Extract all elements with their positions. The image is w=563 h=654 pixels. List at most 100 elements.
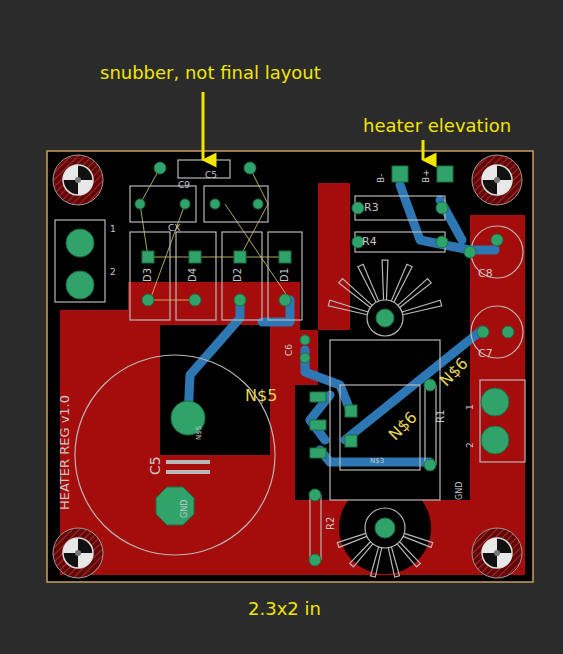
mounting-holes-part-part-part (75, 550, 81, 556)
annotation: snubber, not final layout (100, 64, 321, 82)
bottom-traces-part (188, 300, 240, 418)
pads-part (154, 162, 166, 174)
pin-name: B- (377, 174, 386, 183)
part-name: R1 (436, 410, 446, 423)
silkscreen-part (166, 460, 210, 464)
pads-part (300, 335, 310, 345)
pin-name: B+ (422, 169, 431, 183)
silkscreen-part-part (365, 508, 405, 548)
silkscreen-part-part (391, 264, 412, 302)
part-name: C5 (148, 456, 162, 475)
mounting-holes-part-part (472, 155, 522, 205)
silkscreen-part (166, 470, 210, 474)
mounting-holes-part-part (472, 528, 522, 578)
pads-part (135, 199, 145, 209)
mounting-holes-part-part-part (494, 177, 500, 183)
silkscreen-part (355, 232, 445, 252)
silkscreen-part (320, 495, 321, 560)
board-part (47, 151, 533, 582)
pads-part (310, 420, 326, 430)
pads-part (234, 294, 246, 306)
silkscreen (55, 160, 525, 577)
mounting-holes-part-part (53, 155, 103, 205)
pads-part (244, 162, 256, 174)
pads-part (253, 199, 263, 209)
silkscreen-part (130, 186, 196, 222)
silkscreen-part (340, 385, 420, 470)
part-name: C5 (205, 171, 217, 180)
silkscreen-part (268, 232, 302, 320)
silkscreen-part-part (339, 279, 372, 308)
pin-number: 2 (110, 268, 116, 277)
part-name: C6 (285, 344, 294, 356)
silkscreen-part-part (403, 533, 433, 547)
silkscreen-part (309, 495, 310, 560)
silkscreen-part-part (358, 264, 379, 302)
signal-name: N$6 (386, 409, 420, 443)
silkscreen-part-part (370, 547, 381, 577)
mounting-holes-part-part-part (482, 165, 512, 195)
pads-part (345, 435, 357, 447)
silkscreen-part (471, 306, 523, 358)
silkscreen-part (55, 220, 105, 302)
silkscreen-part (130, 232, 170, 320)
annotation-arrows-part (202, 92, 205, 160)
part-name: C8 (478, 268, 493, 279)
ratsnest-part (140, 168, 240, 257)
pads-part (279, 294, 291, 306)
silkscreen-part (471, 226, 523, 278)
part-name: R4 (362, 236, 377, 247)
signal-name: N$5 (245, 388, 277, 404)
silkscreen-part (328, 260, 441, 577)
pads-part (436, 202, 448, 214)
pads-part (309, 554, 321, 566)
silkscreen-part (178, 160, 230, 178)
pads-part (481, 388, 509, 416)
pads-part (345, 405, 357, 417)
silkscreen-part (435, 385, 436, 465)
signal-name: N$6 (437, 355, 471, 389)
pads-part (424, 379, 436, 391)
mounting-holes-part-part (53, 528, 103, 578)
part-name: D4 (188, 268, 198, 282)
silkscreen-part-part (330, 340, 440, 500)
silkscreen-part-part (367, 300, 403, 336)
silkscreen-part-part (328, 300, 368, 315)
mounting-holes-part-part-part (63, 165, 93, 195)
pads-part (300, 353, 310, 363)
mounting-holes-part-part-part (53, 155, 103, 205)
pads-part (437, 166, 453, 182)
silkscreen-part (204, 186, 268, 222)
signal-name: N$3 (370, 458, 384, 465)
ratsnest-part (225, 204, 290, 300)
silkscreen-part-part (350, 542, 373, 567)
part-name: CX (168, 224, 180, 233)
pads (66, 162, 514, 566)
silkscreen-part-part (402, 300, 442, 315)
part-name: D3 (143, 268, 153, 282)
part-name: C9 (178, 181, 190, 190)
silkscreen-part (480, 380, 525, 462)
mounting-holes-part-part-part (482, 538, 512, 568)
signal-name: N$5 (196, 426, 203, 440)
copper-pour-part (470, 215, 525, 575)
pin-number: 2 (466, 442, 475, 448)
mounting-holes-part-part-part (482, 165, 512, 195)
silkscreen-part-part (388, 547, 399, 577)
pads-part (375, 518, 395, 538)
net-name: GND (181, 500, 189, 518)
part-name: R3 (364, 202, 379, 213)
pads-part (392, 166, 408, 182)
part-name: D2 (233, 268, 243, 282)
pin-number: 1 (110, 225, 116, 234)
pads-part (142, 294, 154, 306)
net-name: GND (456, 482, 464, 500)
mounting-holes (53, 155, 522, 578)
mounting-holes-part-part-part (482, 538, 512, 568)
board-title: HEATER REG v1.0 (58, 395, 71, 510)
silkscreen-part-part (398, 279, 431, 308)
pads-part (310, 448, 326, 458)
